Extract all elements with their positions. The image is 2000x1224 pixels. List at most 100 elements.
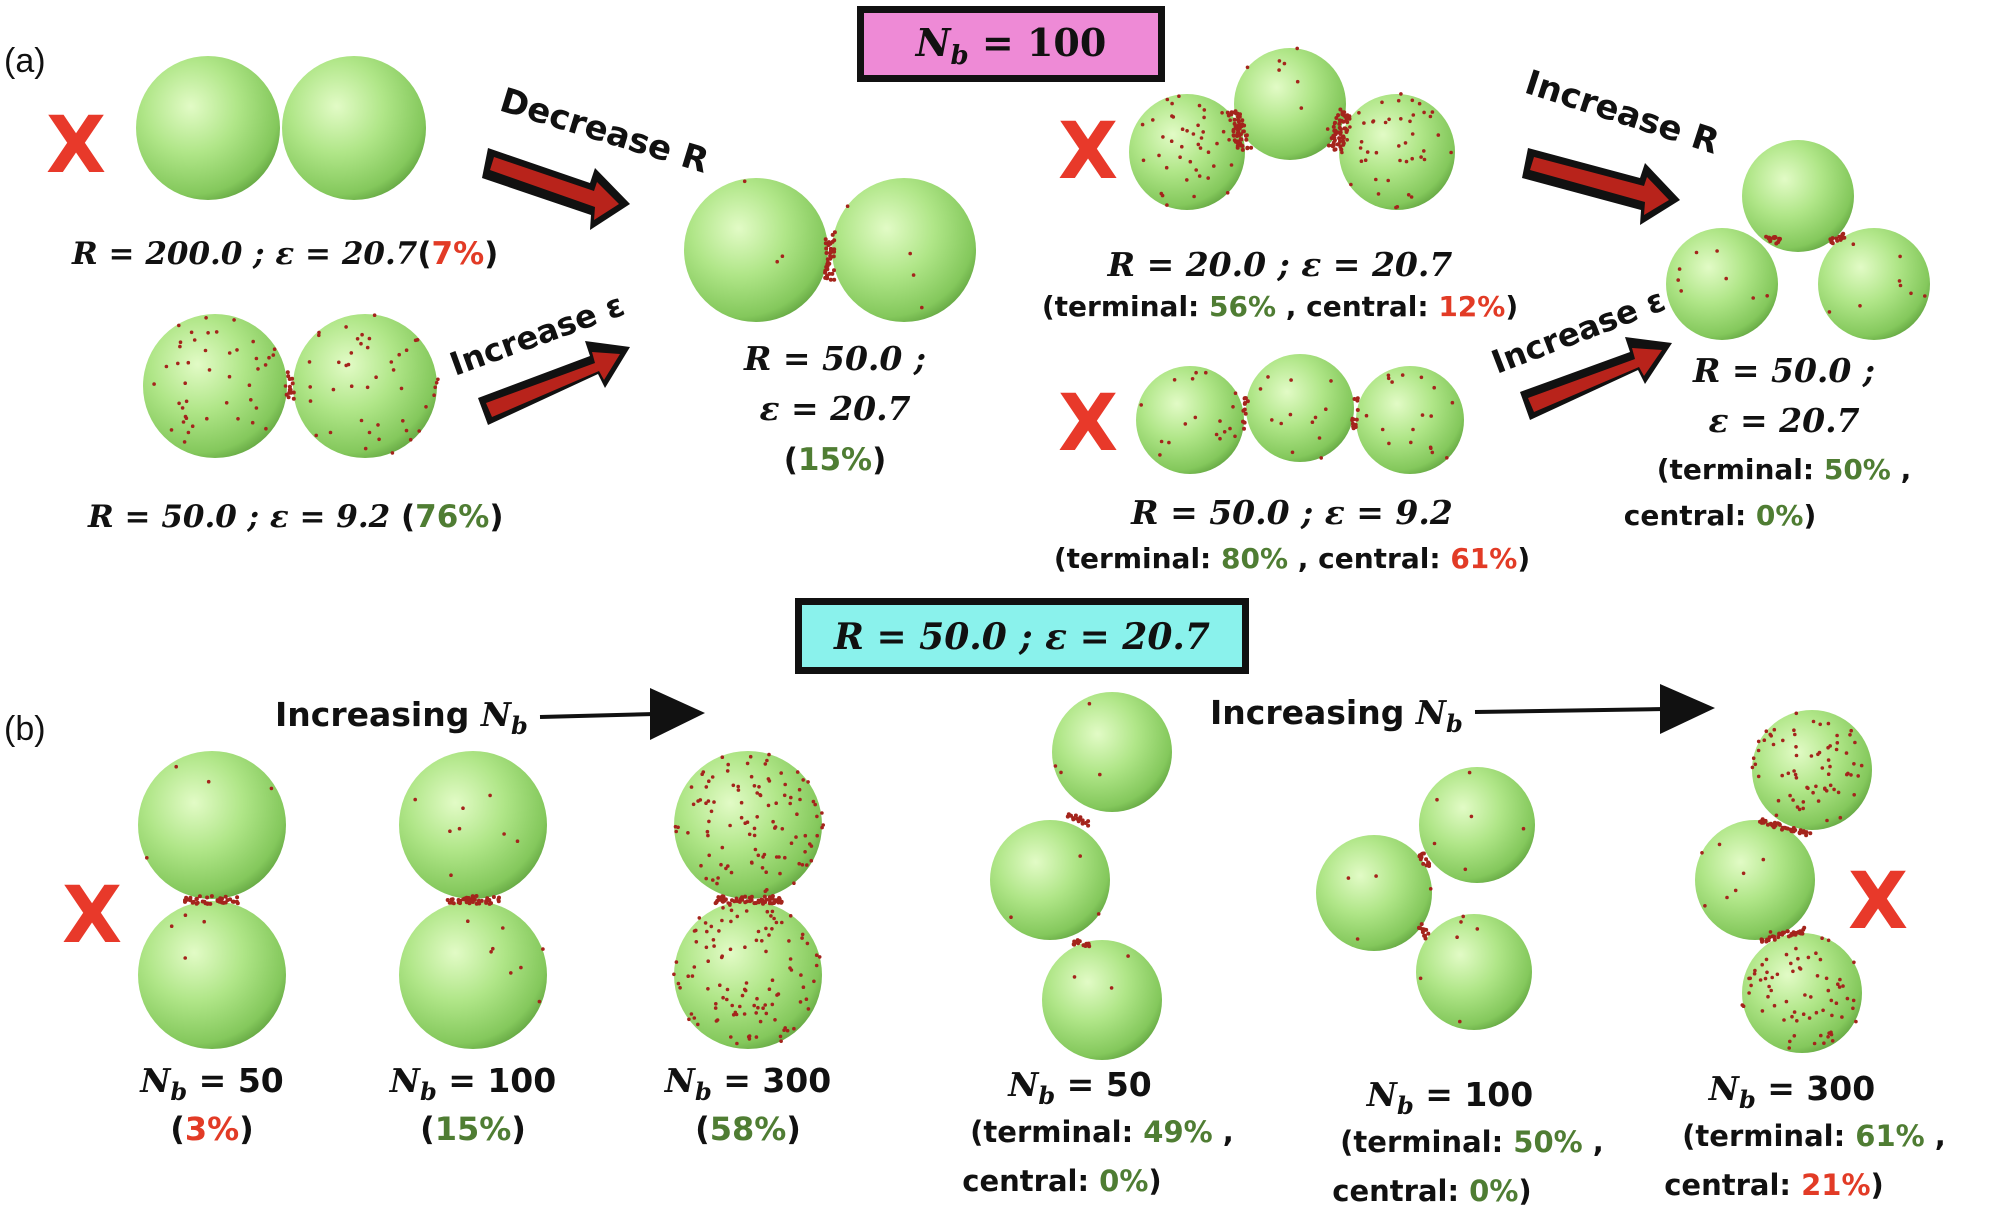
bead [488,793,492,798]
bead [1386,376,1391,381]
bead [1792,1034,1797,1038]
bead [725,769,730,773]
bead [1428,887,1433,891]
bead [1836,982,1840,986]
sphere [1666,228,1778,340]
bead [720,954,724,958]
bead [1406,193,1411,197]
bead [1277,59,1282,63]
bead [1206,150,1211,154]
sphere [143,314,288,458]
bead [1420,413,1425,417]
bead [1792,769,1796,773]
bead [700,772,704,776]
dimer-result-line2: ε = 20.7 [759,389,910,428]
bead [1852,793,1856,797]
bead [1807,1016,1812,1020]
bead [1190,377,1195,381]
contact-bead-cluster [1350,396,1360,431]
bead [1792,728,1796,732]
bead [235,348,239,352]
bead [1409,195,1414,199]
bead [1820,936,1824,940]
bead [749,860,754,865]
bead [689,785,694,789]
bead [690,974,695,978]
bead [1397,144,1401,148]
bead [1282,61,1287,66]
bead [182,440,187,444]
bead [765,888,769,892]
bead [798,1000,803,1004]
dimer-nb-caption: Nb = 50 [139,1061,284,1106]
bead [1793,772,1798,777]
bead [1355,937,1360,941]
bead [729,908,734,913]
bead [1801,1012,1806,1016]
bead [801,778,805,782]
bead [236,417,240,421]
bead [845,204,850,208]
bead [1346,876,1351,880]
bead [1733,888,1738,893]
bead [1848,733,1852,737]
bead [763,762,768,766]
bead [1357,111,1361,115]
bead [232,318,236,322]
bead [795,812,799,816]
trimer-result-line1: R = 50.0 ; [1692,351,1875,390]
bead [1429,446,1433,451]
bead [502,832,506,836]
bead [1784,999,1789,1004]
bead [814,953,819,957]
bead [1784,952,1789,957]
bead [798,797,802,802]
bead [714,1019,719,1023]
bead [1197,103,1202,108]
bead [1851,242,1856,246]
bead [697,916,702,920]
bead [770,978,775,982]
bead [779,771,783,775]
bead [1387,117,1391,122]
bead [1199,136,1204,140]
bead [1164,165,1169,170]
bead [1795,1019,1799,1023]
sphere [832,178,976,322]
bead [537,999,542,1004]
bead [1741,1004,1746,1008]
bead [920,305,924,310]
bead [1228,426,1232,431]
bead [736,788,741,792]
bead [331,387,336,392]
bead [691,802,696,807]
bead [283,384,288,388]
bead [704,801,708,805]
bead [1794,753,1799,758]
bead [1809,995,1813,999]
bead [1183,422,1188,426]
bead [795,770,800,774]
bead [1760,1009,1765,1013]
bead [1818,722,1822,727]
bead [749,774,754,779]
bead [1828,783,1833,788]
bead [789,795,793,800]
bead [1432,841,1437,846]
sphere [1042,940,1162,1060]
bead [1775,972,1780,977]
sphere [990,820,1110,940]
bead [1177,94,1181,98]
bead [1386,373,1391,378]
bead [721,906,725,910]
bead [1765,970,1769,975]
bead [374,375,378,380]
bead [1403,141,1408,145]
bead [1767,984,1771,989]
bead [1266,375,1270,379]
arrow-decrease-r: Decrease R [482,80,713,230]
trimer-top-yield: (terminal: 56% , central: 12%) [1042,290,1518,323]
bead [1345,138,1349,142]
bead [1218,419,1222,423]
contact-bead-cluster [1417,851,1432,868]
